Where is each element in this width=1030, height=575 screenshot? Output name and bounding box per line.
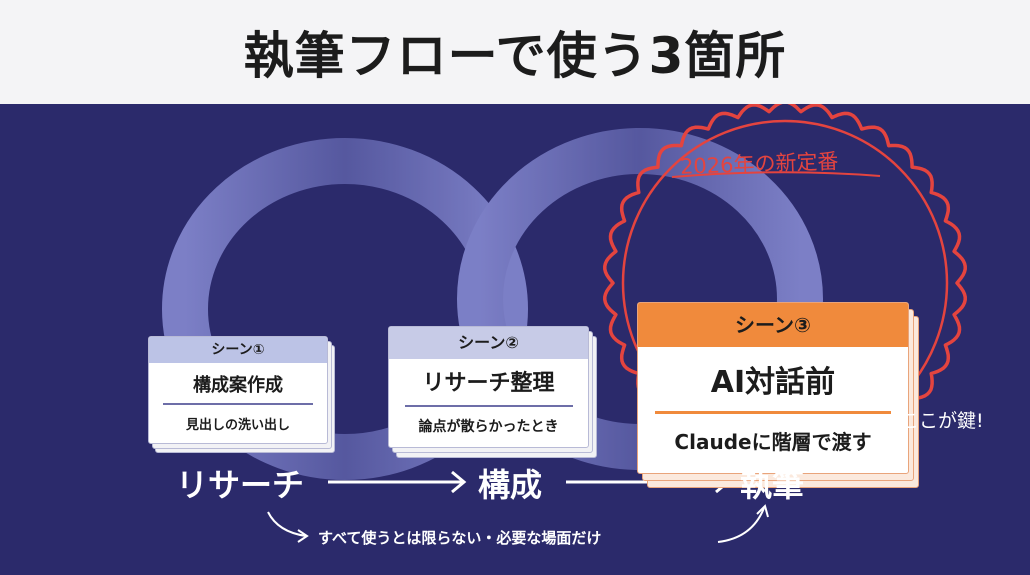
scene-subtitle: 論点が散らかったとき xyxy=(418,419,559,435)
card-face: シーン② リサーチ整理 論点が散らかったとき xyxy=(388,326,589,448)
scene-title: AI対話前 xyxy=(710,365,836,400)
badge-underline xyxy=(671,171,881,178)
scene-subtitle: 見出しの洗い出し xyxy=(185,418,290,433)
flow-step-writing: 執筆 xyxy=(740,466,805,504)
scene-card-3: シーン③ AI対話前 Claudeに階層で渡す xyxy=(637,302,919,490)
lower-left-curve-arrow xyxy=(267,511,307,537)
lower-right-arrowhead-icon xyxy=(756,504,769,518)
diagram-stage: シーン① 構成案作成 見出しの洗い出し シーン② リサーチ整理 論点が散らかった… xyxy=(0,104,1030,575)
scene-title: リサーチ整理 xyxy=(422,371,555,396)
scene-tag: シーン③ xyxy=(638,303,908,347)
lower-right-curve-arrow xyxy=(717,507,765,543)
card-face: シーン① 構成案作成 見出しの洗い出し xyxy=(148,336,328,444)
flow-arrow-1 xyxy=(328,470,467,494)
flow-step-research: リサーチ xyxy=(176,466,305,504)
header-band: 執筆フローで使う3箇所 xyxy=(0,0,1030,104)
scene-tag: シーン② xyxy=(389,327,588,359)
flow-step-structure: 構成 xyxy=(478,466,543,504)
card-divider xyxy=(655,411,891,414)
scene-tag: シーン① xyxy=(149,337,327,363)
scene-card-2: シーン② リサーチ整理 論点が散らかったとき xyxy=(388,326,597,458)
page-title: 執筆フローで使う3箇所 xyxy=(243,27,787,85)
card-divider xyxy=(404,405,573,407)
new-standard-badge: 2026年の新定番 xyxy=(679,149,839,179)
card-face: シーン③ AI対話前 Claudeに階層で渡す xyxy=(637,302,909,474)
lower-left-arrowhead-icon xyxy=(297,529,309,543)
flow-footnote: すべて使うとは限らない・必要な場面だけ xyxy=(318,529,602,547)
scene-card-1: シーン① 構成案作成 見出しの洗い出し xyxy=(148,336,335,453)
card-divider xyxy=(163,403,313,405)
scene-subtitle: Claudeに階層で渡す xyxy=(674,430,872,454)
scene-title: 構成案作成 xyxy=(193,375,283,396)
key-note-label: ここが鍵! xyxy=(900,410,984,432)
